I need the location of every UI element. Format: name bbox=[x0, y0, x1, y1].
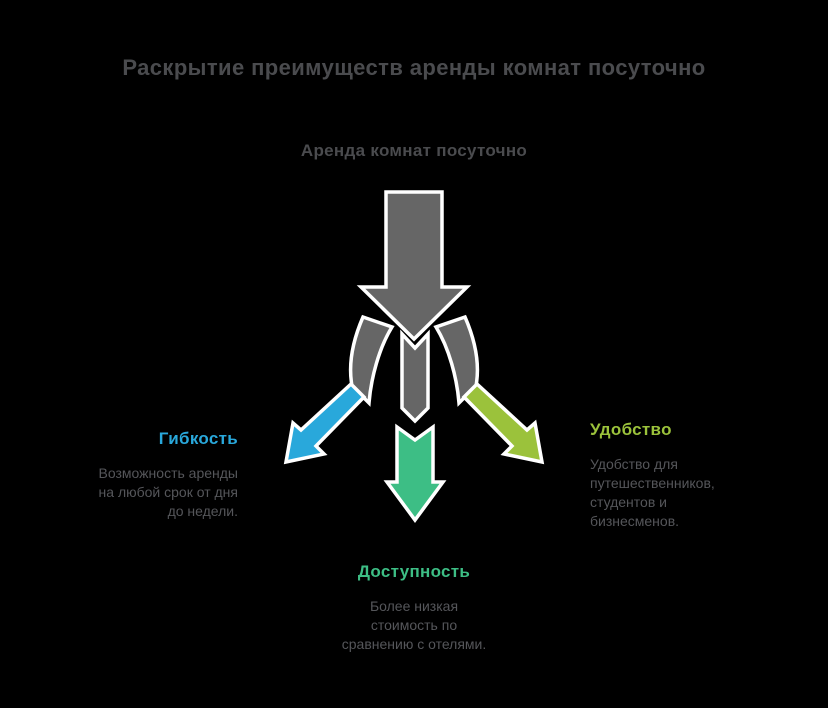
page-title: Раскрытие преимуществ аренды комнат посу… bbox=[122, 55, 706, 80]
branch-flexibility: Гибкость Возможность аренды на любой сро… bbox=[28, 429, 238, 521]
convenience-arrow bbox=[461, 381, 545, 465]
branch-convenience: Удобство Удобство для путешественников, … bbox=[590, 420, 800, 531]
branch-flexibility-label: Гибкость bbox=[158, 429, 238, 448]
branch-accessibility-description: Более низкая стоимость по сравнению с от… bbox=[341, 598, 487, 652]
branch-convenience-label: Удобство bbox=[590, 420, 672, 439]
branch-curve-left-shape bbox=[348, 314, 395, 407]
main-down-arrow bbox=[356, 190, 472, 342]
arrow-group bbox=[283, 190, 545, 523]
branch-stem-center-shape bbox=[400, 329, 430, 424]
flexibility-arrow bbox=[283, 381, 367, 465]
branch-accessibility: Доступность Более низкая стоимость по ср… bbox=[304, 562, 524, 654]
accessibility-arrow bbox=[383, 423, 447, 523]
branch-accessibility-label: Доступность bbox=[357, 562, 471, 581]
root-label: Аренда комнат посуточно bbox=[300, 141, 528, 160]
branch-curve-right-shape bbox=[433, 314, 480, 407]
branch-convenience-description: Удобство для путешественников, студентов… bbox=[590, 456, 715, 529]
branch-flexibility-description: Возможность аренды на любой срок от дня … bbox=[98, 465, 238, 519]
